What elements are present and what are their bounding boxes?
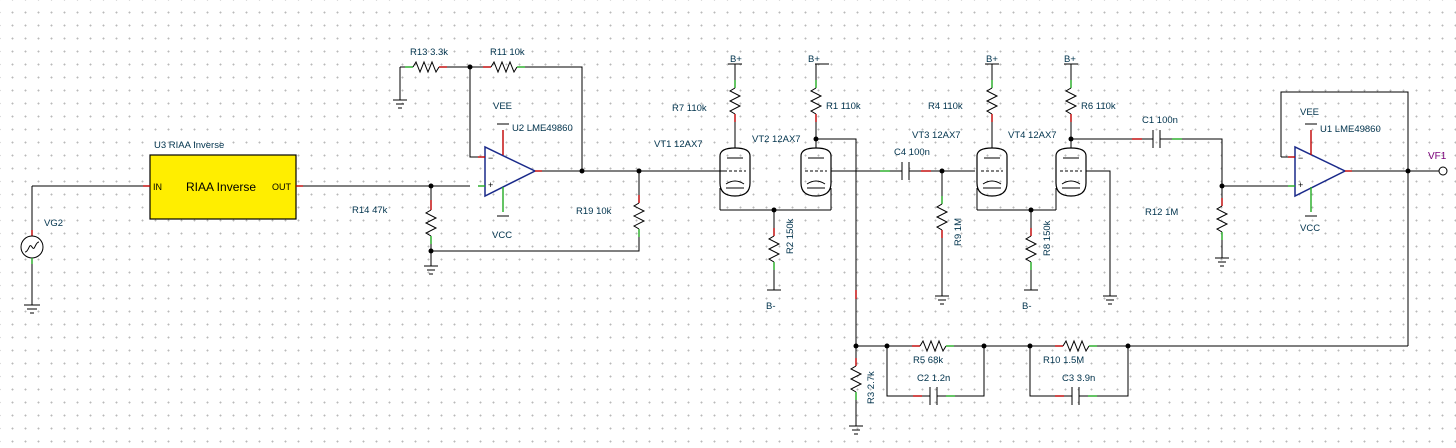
u2-vee-label: VEE (493, 101, 512, 112)
vt3-label: VT3 12AX7 (912, 130, 961, 141)
u1-label: U1 LME49860 (1320, 124, 1381, 135)
tube-vt4[interactable] (1055, 147, 1111, 296)
u3-label: U3 RIAA Inverse (154, 140, 224, 151)
bplus-label-4: B+ (1064, 54, 1076, 65)
u3-out-pin-label: OUT (272, 182, 292, 192)
u3-in-pin-label: IN (153, 182, 162, 192)
svg-text:−: − (488, 153, 493, 163)
vt2-label: VT2 12AX7 (752, 134, 801, 145)
resistor-r10[interactable] (1030, 339, 1408, 353)
capacitor-c1[interactable] (1132, 130, 1182, 148)
opamp-u2[interactable]: − + (478, 130, 542, 212)
wire (469, 67, 478, 158)
riaa-inverse-body-text: RIAA Inverse (186, 180, 256, 194)
c2-label: C2 1.2n (917, 373, 950, 384)
opamp-u1[interactable]: − + (1288, 130, 1352, 212)
resistor-r2[interactable] (767, 210, 781, 290)
capacitor-c2[interactable] (886, 346, 985, 405)
capacitor-c3[interactable] (1029, 346, 1129, 405)
ground-symbol (1103, 295, 1117, 305)
tube-vt2[interactable] (800, 147, 856, 210)
ground-symbol (849, 425, 863, 435)
resistor-r14[interactable] (424, 186, 438, 266)
c4-label: C4 100n (894, 147, 930, 158)
source-vg2[interactable] (20, 185, 150, 305)
resistor-r9[interactable] (935, 171, 949, 296)
resistor-r5[interactable] (912, 339, 1030, 353)
tube-vt1[interactable] (719, 147, 751, 210)
ground-symbol (393, 99, 407, 109)
resistor-r4[interactable] (985, 64, 999, 148)
ground-symbol (424, 265, 438, 275)
bminus-label-1: B- (766, 301, 776, 312)
r12-label: R12 1M (1145, 207, 1178, 218)
wire (1182, 138, 1223, 186)
resistor-r19[interactable] (431, 171, 646, 252)
junction-dot (579, 168, 585, 174)
vg2-label: VG2 (44, 218, 63, 229)
u1-vee-label: VEE (1300, 107, 1319, 118)
r7-label: R7 110k (672, 103, 707, 114)
c3-label: C3 3.9n (1062, 373, 1095, 384)
wire (816, 138, 857, 171)
r11-label: R11 10k (490, 47, 525, 58)
resistor-r13[interactable] (399, 60, 470, 100)
u2-label: U2 LME49860 (512, 123, 573, 134)
r10-label: R10 1.5M (1043, 355, 1084, 366)
riaa-inverse-block[interactable] (143, 154, 303, 220)
r4-label: R4 110k (928, 101, 963, 112)
c1-label: C1 100n (1142, 115, 1178, 126)
r3-label: R3 2.7k (866, 371, 877, 404)
wire (1280, 91, 1409, 171)
resistor-r11[interactable] (470, 60, 583, 171)
probe-vf1[interactable] (1438, 166, 1448, 176)
r1-label: R1 110k (826, 101, 861, 112)
vf1-label: VF1 (1428, 151, 1447, 162)
u1-vcc-label: VCC (1300, 223, 1320, 234)
resistor-r3[interactable] (849, 346, 863, 426)
bminus-label-2: B- (1022, 301, 1032, 312)
vt4-label: VT4 12AX7 (1008, 130, 1057, 141)
vt1-label: VT1 12AX7 (654, 139, 703, 150)
ground-symbol (935, 295, 949, 305)
tube-vt3[interactable] (976, 147, 1008, 210)
u2-vcc-label: VCC (492, 230, 512, 241)
svg-text:+: + (488, 180, 493, 190)
capacitor-c4[interactable] (880, 162, 931, 180)
r9-label: R9 1M (953, 218, 964, 246)
r13-label: R13 3.3k (410, 47, 448, 58)
r8-label: R8 150k (1042, 220, 1053, 256)
svg-text:−: − (1298, 153, 1303, 163)
r6-label: R6 110k (1081, 101, 1116, 112)
resistor-r8[interactable] (1024, 210, 1038, 290)
svg-text:+: + (1298, 180, 1303, 190)
resistor-r12[interactable] (1215, 186, 1229, 258)
ground-symbol (1215, 257, 1229, 267)
bplus-label-1: B+ (730, 54, 742, 65)
r19-label: R19 10k (576, 206, 612, 217)
ground-symbol (24, 304, 40, 314)
resistor-r7[interactable] (728, 64, 742, 148)
r14-label: R14 47k (352, 205, 388, 216)
bplus-label-3: B+ (986, 54, 998, 65)
resistor-r6[interactable] (1064, 64, 1078, 148)
bplus-label-2: B+ (808, 54, 820, 65)
resistor-r1[interactable] (809, 64, 823, 148)
r2-label: R2 150k (785, 218, 796, 254)
r5-label: R5 68k (913, 355, 943, 366)
